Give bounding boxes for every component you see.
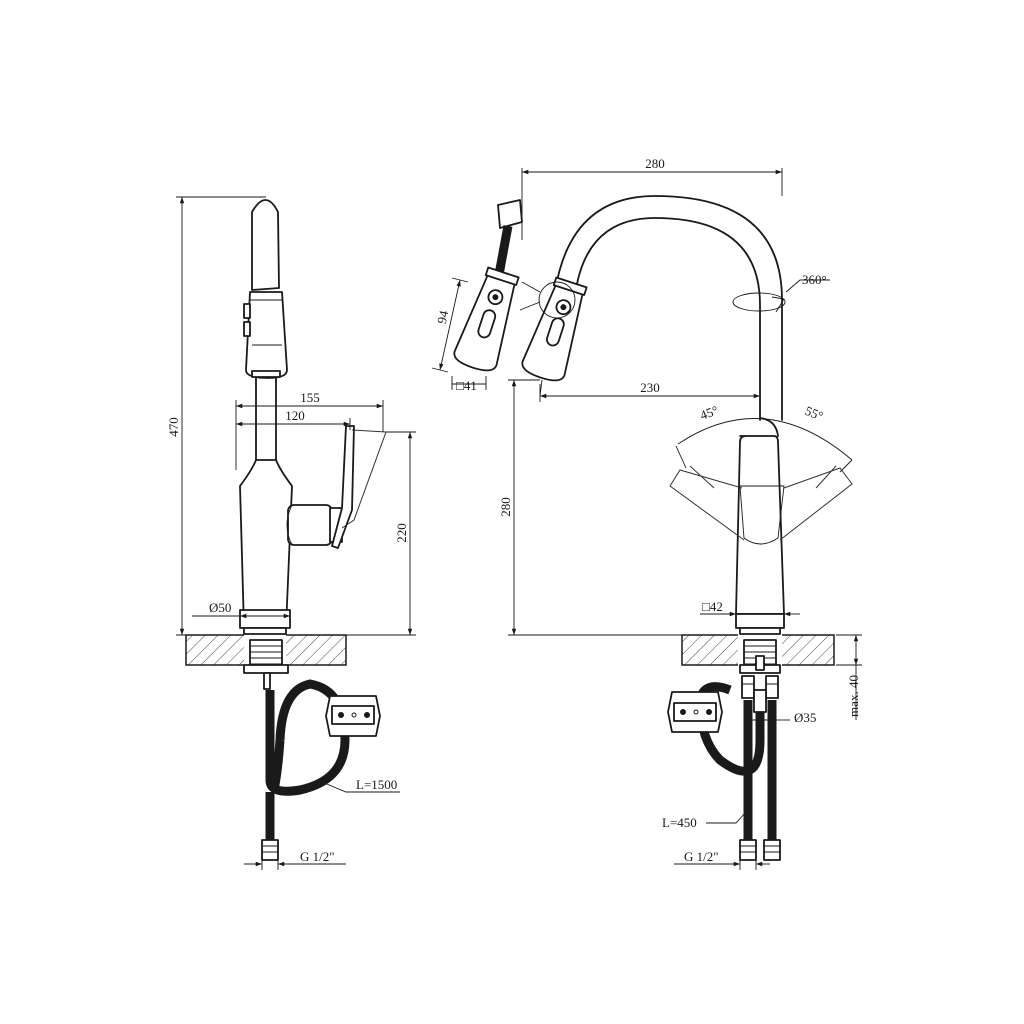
side-view: 470 155 120 220 Ø50 L=1500	[166, 196, 416, 870]
dim-hole-diameter: Ø35	[794, 710, 816, 725]
dim-lever-reach: 120	[285, 408, 305, 423]
dim-reach-155: 155	[300, 390, 320, 405]
dim-lever-height: 220	[394, 523, 409, 543]
dim-thread-left: G 1/2"	[300, 849, 335, 864]
dim-base-diameter: Ø50	[209, 600, 231, 615]
dim-hose-length-left: L=1500	[356, 777, 397, 792]
dim-max-thickness: max. 40	[846, 675, 861, 717]
spout-arch	[519, 195, 786, 421]
pullout-head-detail: 94 □41	[431, 199, 523, 393]
dim-angle-right: 55°	[803, 403, 825, 424]
underside-right	[667, 639, 781, 861]
dim-angle-left: 45°	[698, 402, 720, 422]
front-view: 280 360° 230 280 45° 55° □42	[498, 156, 862, 870]
dim-thread-right: G 1/2"	[684, 849, 719, 864]
diverter-box-right	[667, 691, 723, 733]
dim-head-square: □41	[456, 378, 477, 393]
dimensions-left: 470 155 120 220 Ø50 L=1500	[166, 196, 416, 870]
dim-swivel: 360°	[802, 272, 827, 287]
dimensions-right: 280 360° 230 280 45° 55° □42	[498, 156, 862, 870]
dim-total-height: 470	[166, 417, 181, 437]
dim-spout-height: 280	[498, 497, 513, 517]
faucet-body-side	[239, 199, 387, 635]
underside-left	[243, 639, 381, 861]
dim-span: 280	[645, 156, 665, 171]
dim-spout-reach: 230	[640, 380, 660, 395]
dim-hose-length-right: L=450	[662, 815, 697, 830]
dim-head-length: 94	[434, 309, 451, 325]
dim-body-square: □42	[702, 599, 723, 614]
diverter-box-left	[325, 695, 381, 737]
faucet-body-front	[669, 417, 853, 635]
